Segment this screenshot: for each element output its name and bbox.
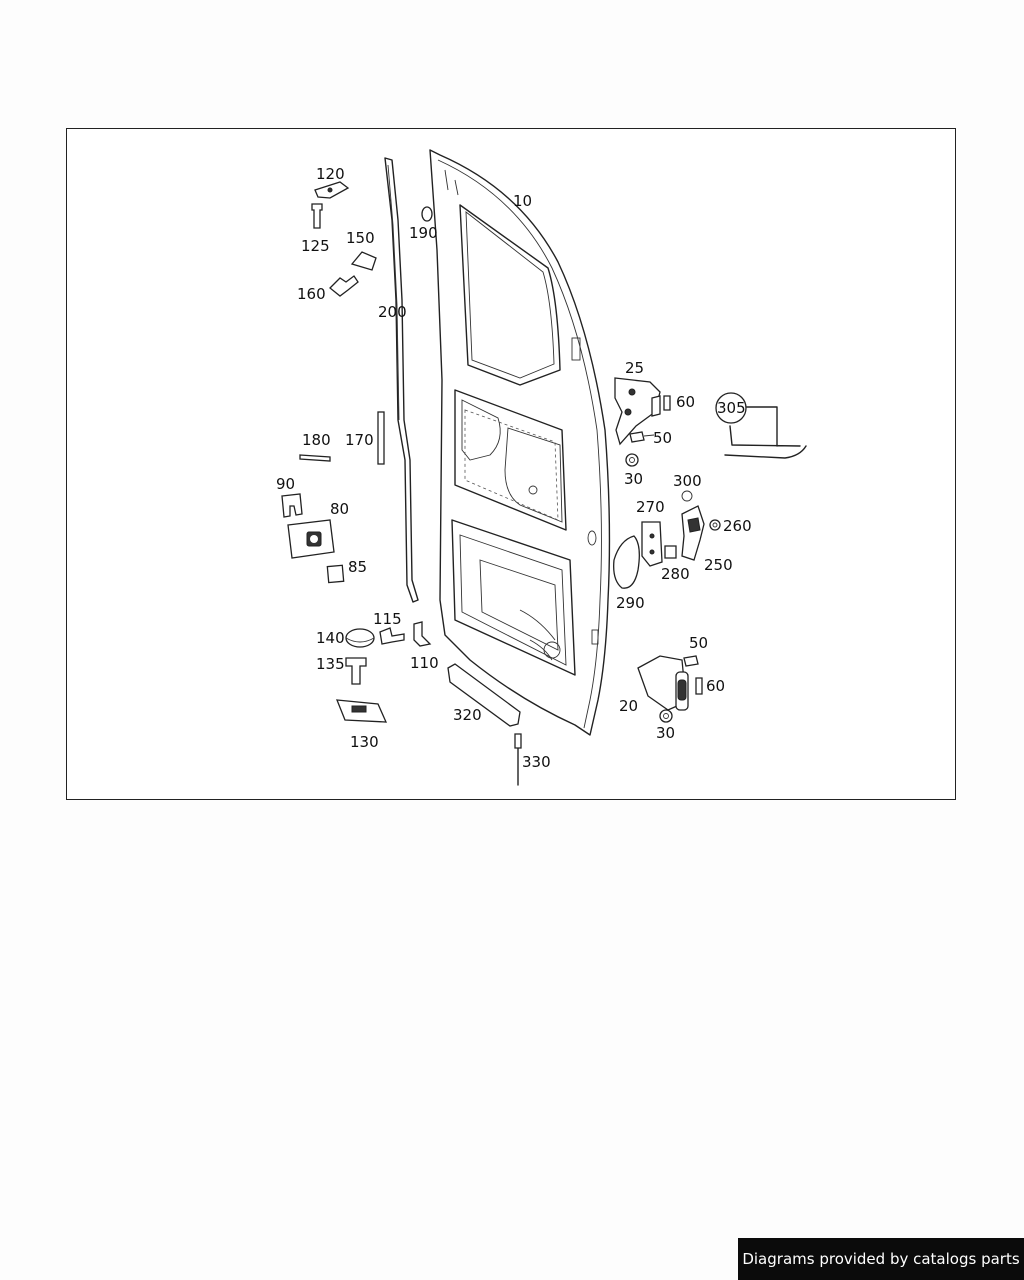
bracket-120[interactable] [314,181,350,199]
latch-270[interactable] [641,521,663,567]
label-115: 115 [373,610,402,628]
pin-60-upper[interactable] [663,395,671,411]
diagram-frame [66,128,956,800]
lock-250[interactable] [681,505,705,561]
pin-60-lower[interactable] [695,677,703,695]
label-135: 135 [316,655,345,673]
credit-text: Diagrams provided by catalogs parts [742,1250,1020,1268]
label-260: 260 [723,517,752,535]
label-150: 150 [346,229,375,247]
label-60-upper: 60 [676,393,695,411]
label-320: 320 [453,706,482,724]
screw-160[interactable] [329,275,359,297]
label-180: 180 [302,431,331,449]
label-270: 270 [636,498,665,516]
strip-170[interactable] [377,411,385,465]
label-110: 110 [410,654,439,672]
weatherstrip-seal[interactable] [384,157,419,603]
label-60-lower: 60 [706,677,725,695]
label-10: 10 [513,192,532,210]
door-panel[interactable] [429,149,611,736]
label-300: 300 [673,472,702,490]
plate-90[interactable] [281,493,303,518]
rod-280[interactable] [664,545,677,559]
label-50-upper: 50 [653,429,672,447]
stud-330[interactable] [514,733,522,786]
seal-kit-305[interactable] [715,392,807,459]
bolt-115[interactable] [379,627,405,645]
upper-hinge-25[interactable] [614,377,661,446]
label-280: 280 [661,565,690,583]
cap-140[interactable] [345,628,375,648]
block-150[interactable] [350,251,377,271]
nut-260[interactable] [709,519,721,531]
bracket-110[interactable] [413,621,432,647]
label-190: 190 [409,224,438,242]
bolt-50-lower[interactable] [683,655,699,667]
label-200: 200 [378,303,407,321]
label-305: 305 [717,399,746,417]
nut-30-lower[interactable] [659,709,673,723]
label-30-upper: 30 [624,470,643,488]
label-170: 170 [345,431,374,449]
label-250: 250 [704,556,733,574]
cover-290[interactable] [613,535,640,589]
rail-320[interactable] [447,663,521,727]
label-90: 90 [276,475,295,493]
pin-180[interactable] [299,454,331,462]
screw-125[interactable] [311,203,323,229]
plate-130[interactable] [335,699,388,723]
label-85: 85 [348,558,367,576]
handle-cover-80[interactable] [287,519,335,559]
label-80: 80 [330,500,349,518]
label-140: 140 [316,629,345,647]
ring-300[interactable] [681,490,693,502]
credit-banner: Diagrams provided by catalogs parts [738,1238,1024,1280]
label-330: 330 [522,753,551,771]
label-30-lower: 30 [656,724,675,742]
label-50-lower: 50 [689,634,708,652]
label-130: 130 [350,733,379,751]
clip-190[interactable] [421,206,433,222]
lower-hinge-20[interactable] [637,655,689,711]
nut-30-upper[interactable] [625,453,639,467]
label-20: 20 [619,697,638,715]
screw-135[interactable] [345,657,367,685]
label-290: 290 [616,594,645,612]
label-25: 25 [625,359,644,377]
label-160: 160 [297,285,326,303]
label-120: 120 [316,165,345,183]
bolt-50-upper[interactable] [629,431,655,443]
pad-85[interactable] [326,564,345,584]
label-125: 125 [301,237,330,255]
